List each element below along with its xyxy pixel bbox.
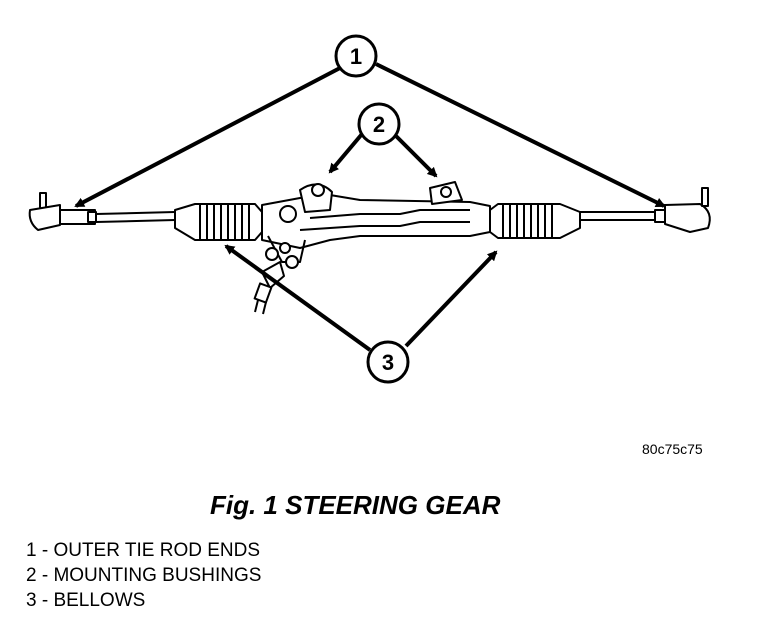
steering-gear-diagram: 1 2 3	[28, 34, 711, 384]
figure-code: 80c75c75	[642, 441, 703, 457]
right-bellows	[489, 203, 581, 239]
arrow-2-left	[328, 132, 364, 174]
legend: 1 - OUTER TIE ROD ENDS 2 - MOUNTING BUSH…	[26, 538, 261, 613]
legend-item-3: 3 - BELLOWS	[26, 590, 146, 611]
legend-item-2: 2 - MOUNTING BUSHINGS	[26, 565, 262, 586]
right-tie-rod-end	[654, 187, 711, 233]
left-tie-rod	[95, 211, 176, 215]
arrow-1-right	[375, 62, 666, 208]
callout-arrows	[74, 62, 666, 352]
callout-3: 3	[366, 340, 410, 384]
callout-3-number: 3	[382, 350, 394, 375]
legend-item-1: 1 - OUTER TIE ROD ENDS	[26, 540, 261, 561]
steering-rack-illustration	[28, 181, 711, 315]
callout-1: 1	[334, 34, 378, 78]
figure-caption: Fig. 1 STEERING GEAR	[210, 490, 501, 520]
callout-1-number: 1	[350, 44, 362, 69]
left-tie-rod-end	[28, 192, 97, 231]
arrow-3-left	[224, 244, 372, 352]
arrow-2-right	[392, 132, 438, 178]
gear-housing	[253, 181, 491, 315]
callout-2-number: 2	[373, 112, 385, 137]
arrow-1-left	[74, 66, 341, 208]
arrow-3-right	[404, 250, 498, 348]
left-bellows	[174, 203, 263, 241]
callout-2: 2	[357, 102, 401, 146]
